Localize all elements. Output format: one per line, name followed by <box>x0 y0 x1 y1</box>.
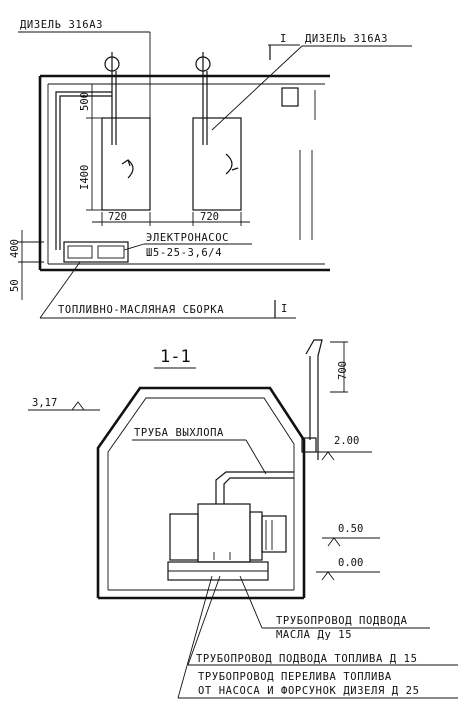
diesel-unit-left <box>101 117 151 211</box>
dim-1400: I400 <box>79 165 91 190</box>
dim-500: 500 <box>79 92 91 111</box>
elev-050: 0.50 <box>338 523 363 535</box>
overflow-leader <box>177 575 213 699</box>
exhaust-silencer <box>301 437 317 453</box>
diesel-label-right: ДИЗЕЛЬ 316А3 <box>305 33 388 45</box>
exhaust-pipe <box>215 471 294 504</box>
exhaust-pipe-inner <box>223 477 294 504</box>
assembly-leader <box>39 261 81 319</box>
oil-label-line2: МАСЛА Ду 15 <box>276 629 352 641</box>
diesel-label-left: ДИЗЕЛЬ 316А3 <box>20 19 103 31</box>
oil-label-line1: ТРУБОПРОВОД ПОДВОДА <box>276 615 408 627</box>
shelter-outer <box>96 386 306 598</box>
electropump <box>63 241 129 263</box>
dim-720-left: 720 <box>108 211 127 223</box>
assembly-label: ТОПЛИВНО-МАСЛЯНАЯ СБОРКА <box>58 304 224 316</box>
pump-label-line1: ЭЛЕКТРОНАСОС <box>146 232 229 244</box>
wall-fixture <box>281 87 299 107</box>
section-view: 1-1 3,17 700 ТРУБА ВЫХЛОПА 2.00 <box>28 339 458 699</box>
diesel-right-flywheel <box>225 153 233 175</box>
elev-000: 0.00 <box>338 557 363 569</box>
overflow-label-line2: ОТ НАСОСА И ФОРСУНОК ДИЗЕЛЯ Д 25 <box>198 685 420 697</box>
diesel-unit-right <box>192 117 242 211</box>
dim-720-right: 720 <box>200 211 219 223</box>
pump-leader <box>123 243 145 251</box>
elev-200: 2.00 <box>334 435 359 447</box>
pipe-left-2 <box>59 95 112 250</box>
genset-coupling <box>249 511 263 561</box>
electropump-head <box>97 245 125 259</box>
shelter-inner <box>107 397 295 590</box>
dim-50: 50 <box>9 279 21 292</box>
elev-000-mark <box>321 571 335 581</box>
plan-view: ДИЗЕЛЬ 316А3 I ДИЗЕЛЬ 316А3 <box>9 19 412 319</box>
section-mark-top: I <box>280 33 286 45</box>
electropump-motor <box>67 245 93 259</box>
exhaust-leader <box>245 439 267 475</box>
elev-317-mark <box>71 401 85 411</box>
diesel-left-flywheel <box>127 159 134 179</box>
dim-700: 700 <box>337 361 349 380</box>
section-title: 1-1 <box>160 347 191 367</box>
diesel-left-mark <box>121 159 131 167</box>
leader-right <box>211 45 303 131</box>
pipe-left <box>55 91 112 250</box>
fuel-label: ТРУБОПРОВОД ПОДВОДА ТОПЛИВА Д 15 <box>196 653 418 665</box>
exhaust-stack <box>305 339 323 460</box>
dim-400: 400 <box>9 239 21 258</box>
elev-200-mark <box>321 451 335 461</box>
elev-317: 3,17 <box>32 397 57 409</box>
elev-050-mark <box>327 537 341 547</box>
overflow-label-line1: ТРУБОПРОВОД ПЕРЕЛИВА ТОПЛИВА <box>198 671 392 683</box>
diesel-right-mark <box>231 167 239 171</box>
section-mark-bottom: I <box>281 303 287 315</box>
fuel-leader <box>187 575 221 666</box>
genset-engine <box>197 503 251 563</box>
genset-radiator <box>169 513 199 561</box>
genset-generator <box>261 515 287 553</box>
exhaust-label: ТРУБА ВЫХЛОПА <box>134 427 224 439</box>
oil-leader <box>239 575 263 629</box>
pump-label-line2: Ш5-25-3,6/4 <box>146 247 222 259</box>
